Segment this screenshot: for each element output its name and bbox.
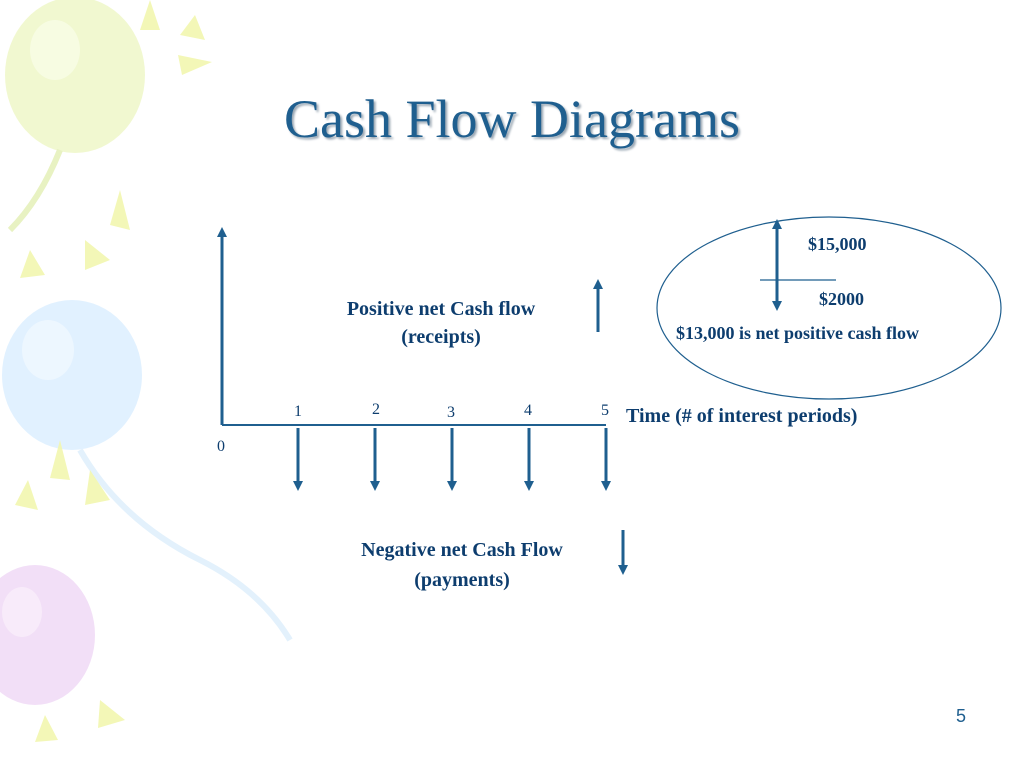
example-net-note: $13,000 is net positive cash flow (676, 323, 919, 343)
negative-label-line1: Negative net Cash Flow (361, 539, 563, 561)
negative-label-line2: (payments) (414, 569, 510, 591)
positive-label-line1: Positive net Cash flow (346, 298, 536, 320)
time-axis-label: Time (# of interest periods) (626, 405, 858, 427)
negative-cash-flow-label: Negative net Cash Flow (payments) (322, 535, 602, 595)
period-label-3: 3 (447, 404, 455, 421)
net-cash-flow-ellipse (656, 216, 1002, 400)
star-rays (15, 0, 212, 742)
example-receipt-amount: $15,000 (808, 234, 867, 254)
page-number: 5 (955, 706, 966, 726)
balloon-yellow (5, 0, 145, 233)
positive-label-line2: (receipts) (401, 326, 481, 348)
period-label-1: 1 (294, 403, 302, 420)
balloon-purple (0, 565, 95, 705)
period-label-4: 4 (524, 402, 532, 419)
period-label-5: 5 (601, 402, 609, 419)
period-label-2: 2 (372, 401, 380, 418)
example-payment-amount: $2000 (819, 289, 864, 309)
balloon-blue (2, 300, 293, 642)
slide-title: Cash Flow Diagrams (284, 89, 740, 149)
period-label-0: 0 (217, 438, 225, 455)
positive-cash-flow-label: Positive net Cash flow (receipts) (300, 295, 582, 351)
